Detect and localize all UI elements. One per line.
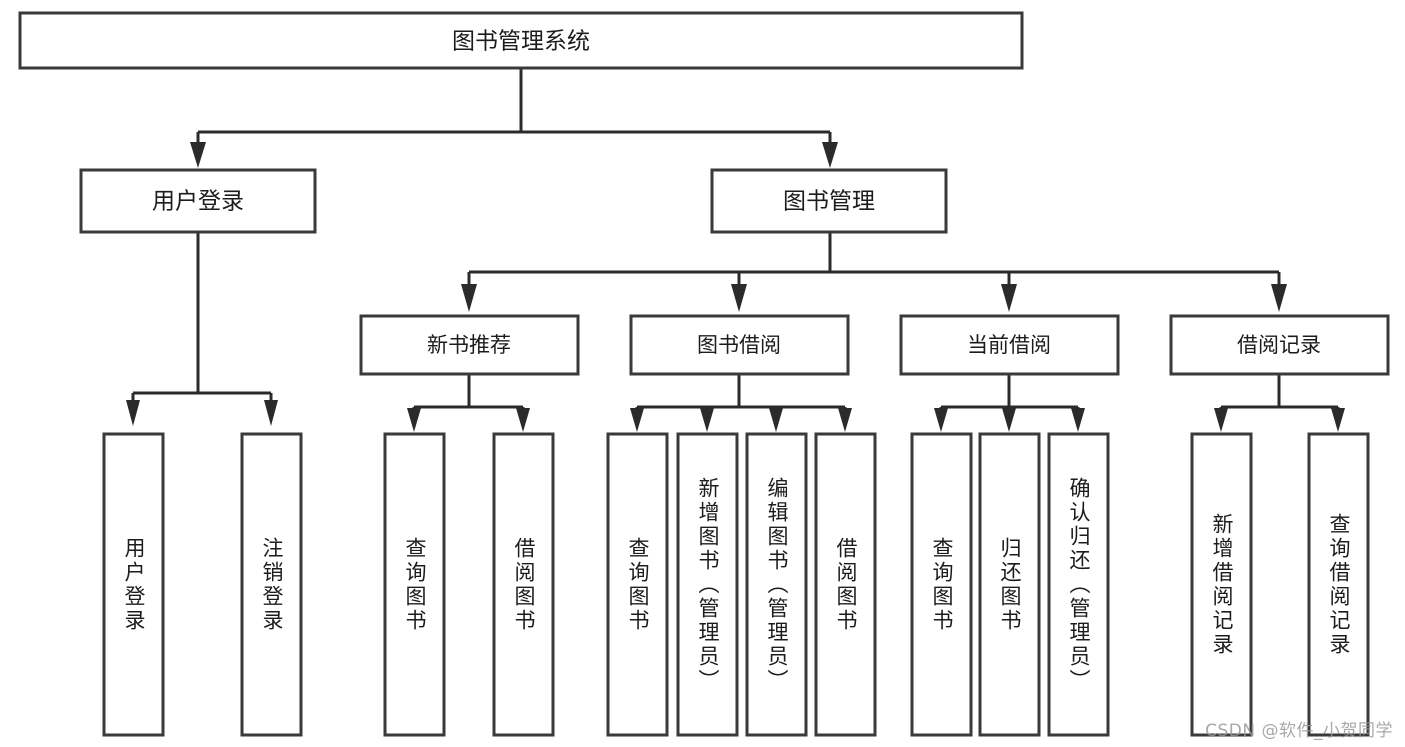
arrow-head-leaf-query-record [1331,408,1345,432]
node-book-manage-box[interactable] [710,168,948,234]
arrow-head-user-login [190,142,206,168]
arrow-head-leaf-borrow-book-2 [838,408,852,432]
arrow-head-leaf-query-book-1 [407,408,421,432]
node-book-borrow-box[interactable] [629,314,850,376]
arrow-head-leaf-query-book-2 [630,408,644,432]
leaf-box-query-record[interactable] [1307,432,1370,737]
node-book-manage-label: 图书管理 [783,189,875,215]
connector-group-current-borrow [934,375,1085,432]
connector-group-book-manage [461,233,1287,312]
leaf-box-add-record[interactable] [1190,432,1253,737]
leaf-box-borrow-book-1[interactable] [492,432,555,737]
arrow-head-borrow-record [1271,284,1287,312]
leaf-box-add-book[interactable] [676,432,739,737]
leaf-box-borrow-book-2[interactable] [814,432,877,737]
node-borrow-record-box[interactable] [1169,314,1390,376]
arrow-head-new-book-recommend [461,284,477,312]
node-borrow-record[interactable]: 借阅记录 [1169,314,1390,376]
node-book-borrow-label: 图书借阅 [697,333,781,357]
leaf-box-user-login[interactable] [102,432,165,737]
arrow-head-book-borrow [731,284,747,312]
leaf-box-query-book-2[interactable] [606,432,669,737]
node-root-box[interactable] [18,11,1024,70]
node-book-manage[interactable]: 图书管理 [710,168,948,234]
connector-group-root [190,69,838,168]
connector-group-user-login [126,233,278,426]
node-new-book-recommend-box[interactable] [359,314,580,376]
leaf-box-return-book[interactable] [978,432,1041,737]
arrow-head-leaf-confirm-return [1071,408,1085,432]
node-user-login[interactable]: 用户登录 [79,168,317,234]
csdn-watermark: CSDN @软件_小贺同学 [1205,721,1393,741]
node-new-book-recommend[interactable]: 新书推荐 [359,314,580,376]
node-current-borrow-label: 当前借阅 [967,333,1051,357]
node-book-borrow[interactable]: 图书借阅 [629,314,850,376]
connector-group-book-borrow [630,375,852,432]
arrow-head-leaf-query-book-3 [934,408,948,432]
node-root[interactable]: 图书管理系统 [18,11,1024,70]
node-user-login-box[interactable] [79,168,317,234]
arrow-head-leaf-add-book [700,408,714,432]
arrow-head-leaf-add-record [1214,408,1228,432]
leaf-box-user-logout[interactable] [240,432,303,737]
leaf-box-edit-book[interactable] [745,432,808,737]
node-new-book-recommend-label: 新书推荐 [427,333,511,357]
arrow-head-leaf-return-book [1002,408,1016,432]
connector-group-borrow-record [1214,375,1345,432]
node-borrow-record-label: 借阅记录 [1237,333,1321,357]
arrow-head-book-manage [822,142,838,168]
arrow-head-current-borrow [1001,284,1017,312]
arrow-head-leaf-edit-book [769,408,783,432]
arrow-head-leaf-user-login [126,400,140,426]
node-user-login-label: 用户登录 [152,189,244,215]
connector-group-new-book-recommend [407,375,530,432]
leaf-box-query-book-3[interactable] [910,432,973,737]
leaf-box-confirm-return[interactable] [1047,432,1110,737]
leaf-box-query-book-1[interactable] [383,432,446,737]
node-root-label: 图书管理系统 [452,29,590,55]
node-current-borrow[interactable]: 当前借阅 [899,314,1120,376]
node-current-borrow-box[interactable] [899,314,1120,376]
arrow-head-leaf-borrow-book-1 [516,408,530,432]
arrow-head-leaf-user-logout [264,400,278,426]
